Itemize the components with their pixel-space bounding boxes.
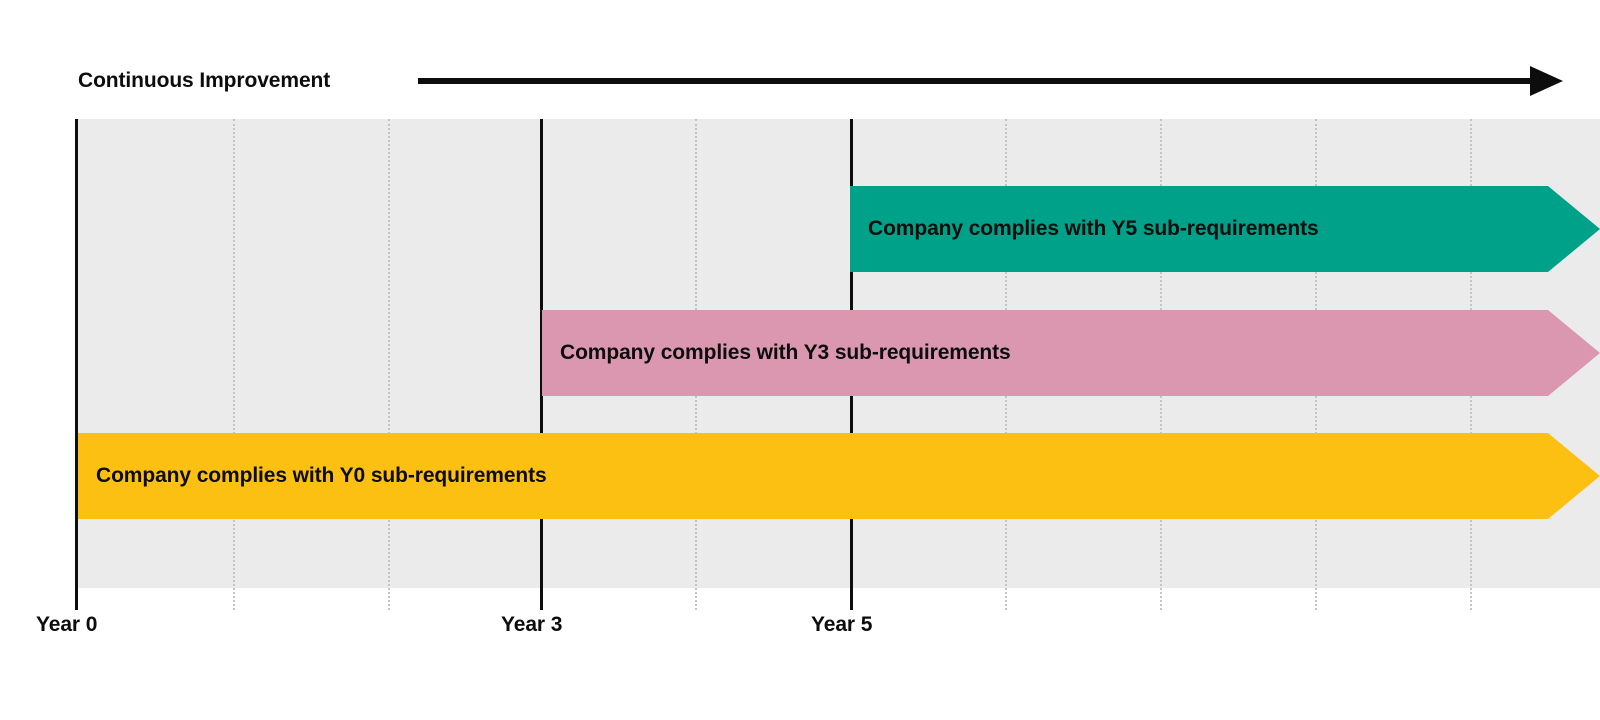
bar-y5-label: Company complies with Y5 sub-requirement…: [868, 217, 1319, 240]
continuous-improvement-row: Continuous Improvement: [0, 58, 1600, 104]
bar-y5[interactable]: Company complies with Y5 sub-requirement…: [850, 186, 1600, 272]
bar-y0-shape: [78, 433, 1600, 519]
bar-y3-label: Company complies with Y3 sub-requirement…: [560, 341, 1011, 364]
gridline-0: [233, 119, 235, 610]
axis-line-year-0: [75, 119, 78, 610]
bar-y0-label: Company complies with Y0 sub-requirement…: [96, 464, 547, 487]
gridline-1: [388, 119, 390, 610]
bar-y0[interactable]: Company complies with Y0 sub-requirement…: [78, 433, 1600, 519]
tick-label-year-0: Year 0: [36, 613, 98, 636]
bar-y3[interactable]: Company complies with Y3 sub-requirement…: [542, 310, 1600, 396]
bar-y5-shape: [850, 186, 1600, 272]
tick-label-year-3: Year 3: [501, 613, 563, 636]
axis-line-year-3: [540, 119, 543, 610]
tick-label-year-5: Year 5: [811, 613, 873, 636]
bar-y3-shape: [542, 310, 1600, 396]
right-arrow-icon: [418, 66, 1563, 96]
continuous-improvement-label: Continuous Improvement: [78, 69, 331, 92]
